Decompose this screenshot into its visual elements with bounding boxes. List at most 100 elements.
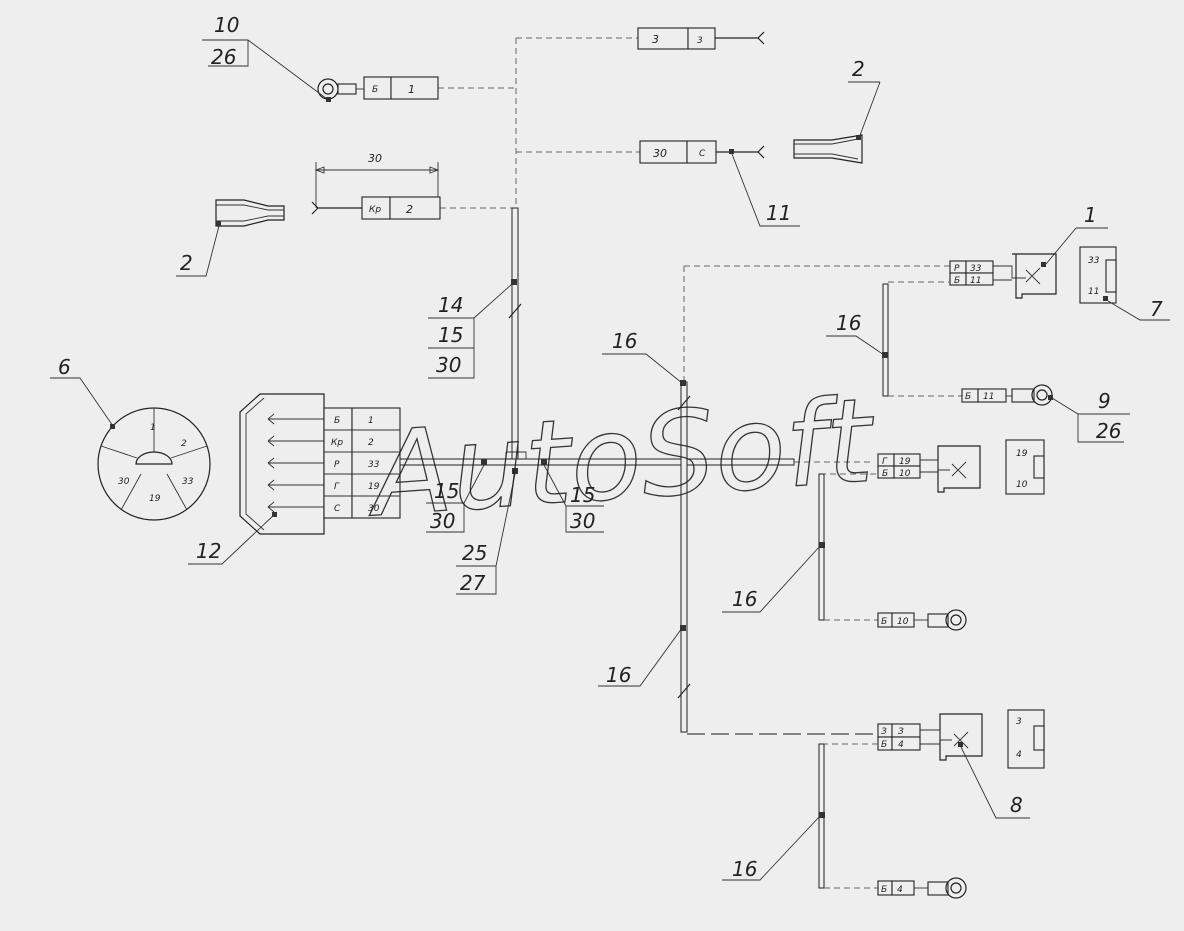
dot-14 (511, 279, 517, 285)
svg-text:11: 11 (766, 201, 791, 225)
svg-text:30: 30 (368, 152, 382, 165)
connector-8: З З Б 4 3 4 (877, 709, 1045, 769)
svg-text:16: 16 (732, 587, 757, 611)
callout-16-d: 16 (722, 545, 821, 613)
bus-junction (505, 451, 527, 459)
svg-text:3: 3 (697, 36, 703, 46)
callout-16-b: 16 (598, 627, 683, 687)
svg-text:11: 11 (1088, 287, 1099, 297)
svg-text:З: З (898, 727, 904, 737)
svg-text:19: 19 (149, 494, 161, 504)
svg-text:9: 9 (1098, 389, 1111, 413)
dot-16-top (680, 380, 686, 386)
svg-text:26: 26 (1096, 419, 1121, 443)
svg-text:Б: Б (954, 276, 960, 286)
svg-text:2: 2 (181, 439, 187, 449)
svg-text:Б: Б (881, 617, 887, 627)
break-marks-16 (677, 395, 691, 699)
svg-text:30: 30 (430, 509, 455, 533)
svg-text:Кр: Кр (369, 205, 381, 215)
pin-table-12: Б 1 Кр 2 Р 33 Г 19 С 30 (323, 407, 401, 519)
svg-text:Б: Б (965, 392, 971, 402)
callout-12: 12 (188, 513, 276, 565)
callout-25-27: 25 27 (456, 473, 516, 595)
callout-1: 1 (1045, 203, 1108, 265)
svg-text:16: 16 (836, 311, 861, 335)
svg-text:1: 1 (150, 423, 156, 433)
svg-text:С: С (334, 504, 341, 514)
svg-text:10: 10 (899, 469, 911, 479)
svg-text:19: 19 (1016, 449, 1028, 459)
callout-2-top: 2 (848, 57, 881, 139)
ring-terminal-10: Б 1 (317, 76, 439, 102)
svg-text:11: 11 (970, 276, 981, 286)
svg-text:3: 3 (652, 33, 659, 46)
rubber-sleeve-2-left (215, 199, 285, 227)
svg-text:10: 10 (1016, 480, 1028, 490)
callout-6: 6 (50, 355, 114, 427)
callout-7: 7 (1107, 297, 1170, 321)
callout-16-e: 16 (722, 815, 821, 881)
plug-connector-12 (239, 393, 325, 535)
callout-11: 11 (731, 153, 800, 227)
callout-15-30-right: 15 30 (543, 464, 604, 533)
svg-text:7: 7 (1150, 297, 1163, 321)
ring-terminal-mid: Б 10 (877, 609, 967, 631)
svg-text:25: 25 (462, 541, 487, 565)
connector-pin-30: 30 С (639, 140, 765, 164)
callout-9-26: 9 26 (1051, 389, 1130, 443)
connector-mid: Г 19 Б 10 19 10 (877, 439, 1045, 495)
svg-text:19: 19 (368, 482, 380, 492)
svg-text:Г: Г (882, 457, 888, 467)
svg-text:2: 2 (852, 57, 865, 81)
svg-text:30: 30 (653, 147, 667, 160)
dimension-30: 30 (314, 152, 440, 208)
dot-15a (481, 459, 487, 465)
svg-text:33: 33 (182, 477, 194, 487)
svg-text:16: 16 (732, 857, 757, 881)
svg-text:Б: Б (882, 469, 888, 479)
svg-text:33: 33 (1088, 256, 1100, 266)
callout-14-15-30: 14 15 30 (428, 283, 513, 379)
connector-pin-kp: Кр 2 (311, 196, 441, 220)
svg-text:16: 16 (612, 329, 637, 353)
svg-text:Б: Б (372, 85, 378, 95)
svg-text:Б: Б (881, 885, 887, 895)
svg-text:10: 10 (214, 13, 239, 37)
svg-text:Б: Б (881, 740, 887, 750)
svg-text:2: 2 (180, 251, 193, 275)
svg-text:27: 27 (460, 571, 486, 595)
svg-text:1: 1 (368, 416, 374, 426)
svg-text:19: 19 (899, 457, 911, 467)
svg-text:2: 2 (368, 438, 374, 448)
svg-text:15: 15 (570, 483, 595, 507)
svg-text:Г: Г (334, 482, 340, 492)
dot-16-upper (882, 352, 888, 358)
callout-15-30-left: 15 30 (426, 464, 485, 533)
dot-25 (512, 468, 518, 474)
svg-text:33: 33 (970, 264, 982, 274)
svg-text:30: 30 (570, 509, 595, 533)
svg-text:15: 15 (438, 323, 463, 347)
svg-text:15: 15 (434, 479, 459, 503)
svg-text:10: 10 (897, 617, 909, 627)
svg-text:11: 11 (983, 392, 994, 402)
svg-text:4: 4 (898, 740, 904, 750)
connector-1: Р 33 Б 11 33 11 (949, 246, 1117, 304)
dot-16-mid (680, 625, 686, 631)
svg-text:6: 6 (58, 355, 71, 379)
callout-16-c: 16 (826, 311, 885, 356)
rubber-sleeve-2-top (793, 134, 863, 164)
svg-text:3: 3 (1016, 717, 1022, 727)
svg-text:30: 30 (436, 353, 461, 377)
callout-16-a: 16 (602, 329, 683, 384)
break-mark-14 (508, 303, 522, 319)
svg-text:1: 1 (408, 83, 415, 96)
svg-text:З: З (881, 727, 887, 737)
callout-8: 8 (960, 746, 1030, 819)
svg-text:2: 2 (406, 203, 413, 216)
ring-terminal-9: Б 11 (961, 384, 1053, 406)
callout-10-26: 10 26 (202, 13, 328, 100)
svg-text:26: 26 (211, 45, 236, 69)
